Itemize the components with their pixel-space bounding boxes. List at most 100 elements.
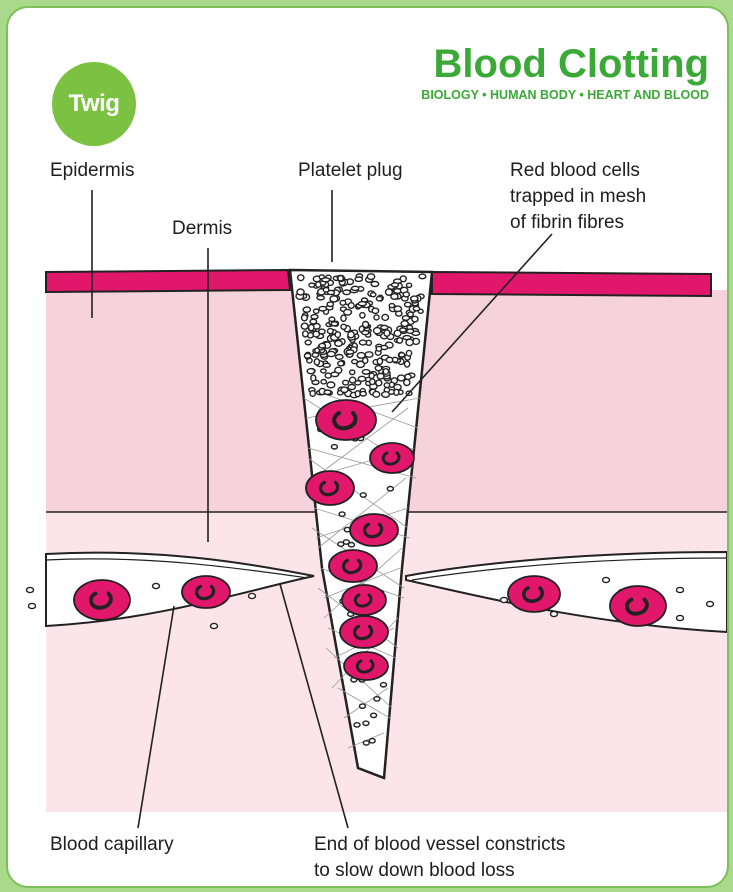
platelet xyxy=(371,282,379,287)
platelet xyxy=(394,306,401,311)
platelet xyxy=(412,316,418,322)
platelet xyxy=(407,283,412,287)
platelet xyxy=(327,382,335,388)
platelet xyxy=(331,372,339,376)
platelet xyxy=(408,312,414,317)
red-blood-cell xyxy=(350,514,398,546)
platelet xyxy=(354,723,360,727)
platelet xyxy=(309,283,315,287)
platelet xyxy=(314,309,319,313)
platelet xyxy=(392,283,399,287)
platelet xyxy=(376,380,382,386)
label-constrict-line2: to slow down blood loss xyxy=(314,858,515,884)
skin-wound-illustration xyxy=(8,8,727,886)
platelet xyxy=(407,329,414,333)
platelet xyxy=(399,353,405,357)
platelet xyxy=(369,373,374,378)
platelet xyxy=(405,361,410,367)
label-platelet-plug: Platelet plug xyxy=(298,158,403,184)
platelet xyxy=(371,293,376,297)
platelet xyxy=(307,369,314,374)
platelet xyxy=(381,325,388,329)
red-blood-cell xyxy=(370,443,414,473)
platelet xyxy=(370,379,375,385)
platelet xyxy=(336,355,343,360)
platelet xyxy=(303,331,309,337)
label-rbc-line2: trapped in mesh xyxy=(510,184,646,210)
platelet xyxy=(335,341,342,347)
platelet xyxy=(350,370,355,375)
platelet xyxy=(321,369,326,373)
platelet xyxy=(29,603,36,608)
platelet xyxy=(249,593,256,598)
platelet xyxy=(327,302,333,307)
platelet xyxy=(677,587,684,592)
label-capillary: Blood capillary xyxy=(50,832,174,858)
platelet xyxy=(330,296,338,302)
platelet xyxy=(501,597,508,602)
label-rbc-line1: Red blood cells xyxy=(510,158,640,184)
platelet xyxy=(329,317,335,321)
platelet xyxy=(335,332,340,338)
platelet xyxy=(377,373,384,379)
platelet xyxy=(346,350,354,354)
platelet xyxy=(348,332,354,338)
platelet xyxy=(344,309,352,315)
platelet xyxy=(373,391,380,397)
platelet xyxy=(375,366,381,371)
platelet xyxy=(343,290,350,295)
label-constrict-line1: End of blood vessel constricts xyxy=(314,832,565,858)
platelet xyxy=(339,512,345,516)
platelet xyxy=(391,294,398,300)
platelet xyxy=(603,577,610,582)
platelet xyxy=(360,493,366,497)
platelet xyxy=(319,306,327,311)
label-dermis: Dermis xyxy=(172,216,232,242)
platelet xyxy=(365,352,373,357)
platelet xyxy=(362,370,370,375)
platelet xyxy=(309,325,314,331)
platelet xyxy=(153,583,160,588)
platelet xyxy=(355,277,362,281)
platelet xyxy=(369,739,375,743)
platelet xyxy=(551,611,558,616)
platelet xyxy=(314,359,319,365)
platelet xyxy=(348,303,354,309)
platelet xyxy=(211,623,218,628)
platelet xyxy=(343,380,349,385)
red-blood-cell xyxy=(182,576,230,608)
platelet xyxy=(363,741,369,745)
diagram-card: Twig Blood Clotting BIOLOGY • HUMAN BODY… xyxy=(6,6,729,888)
platelet xyxy=(348,385,355,390)
epidermis-left xyxy=(46,270,290,292)
platelet xyxy=(360,313,365,318)
platelet xyxy=(338,542,344,546)
red-blood-cell xyxy=(508,576,560,612)
platelet xyxy=(376,346,381,351)
platelet xyxy=(413,306,419,310)
platelet xyxy=(327,351,335,356)
platelet xyxy=(297,289,304,295)
platelet xyxy=(331,322,338,326)
red-blood-cell xyxy=(329,550,377,582)
platelet xyxy=(324,390,331,394)
platelet xyxy=(398,375,405,381)
platelet xyxy=(323,363,330,367)
platelet xyxy=(360,704,366,708)
platelet xyxy=(394,330,401,336)
epidermis-right xyxy=(432,272,711,296)
platelet xyxy=(381,683,387,687)
platelet xyxy=(311,375,316,381)
platelet xyxy=(323,288,328,293)
platelet xyxy=(298,275,304,281)
platelet xyxy=(397,338,403,343)
platelet xyxy=(340,300,346,305)
platelet xyxy=(406,339,413,345)
platelet xyxy=(305,340,311,345)
platelet xyxy=(389,304,394,308)
platelet xyxy=(374,328,381,334)
platelet xyxy=(302,315,308,321)
red-blood-cell xyxy=(342,585,386,615)
platelet xyxy=(341,315,346,321)
platelet xyxy=(387,487,393,491)
